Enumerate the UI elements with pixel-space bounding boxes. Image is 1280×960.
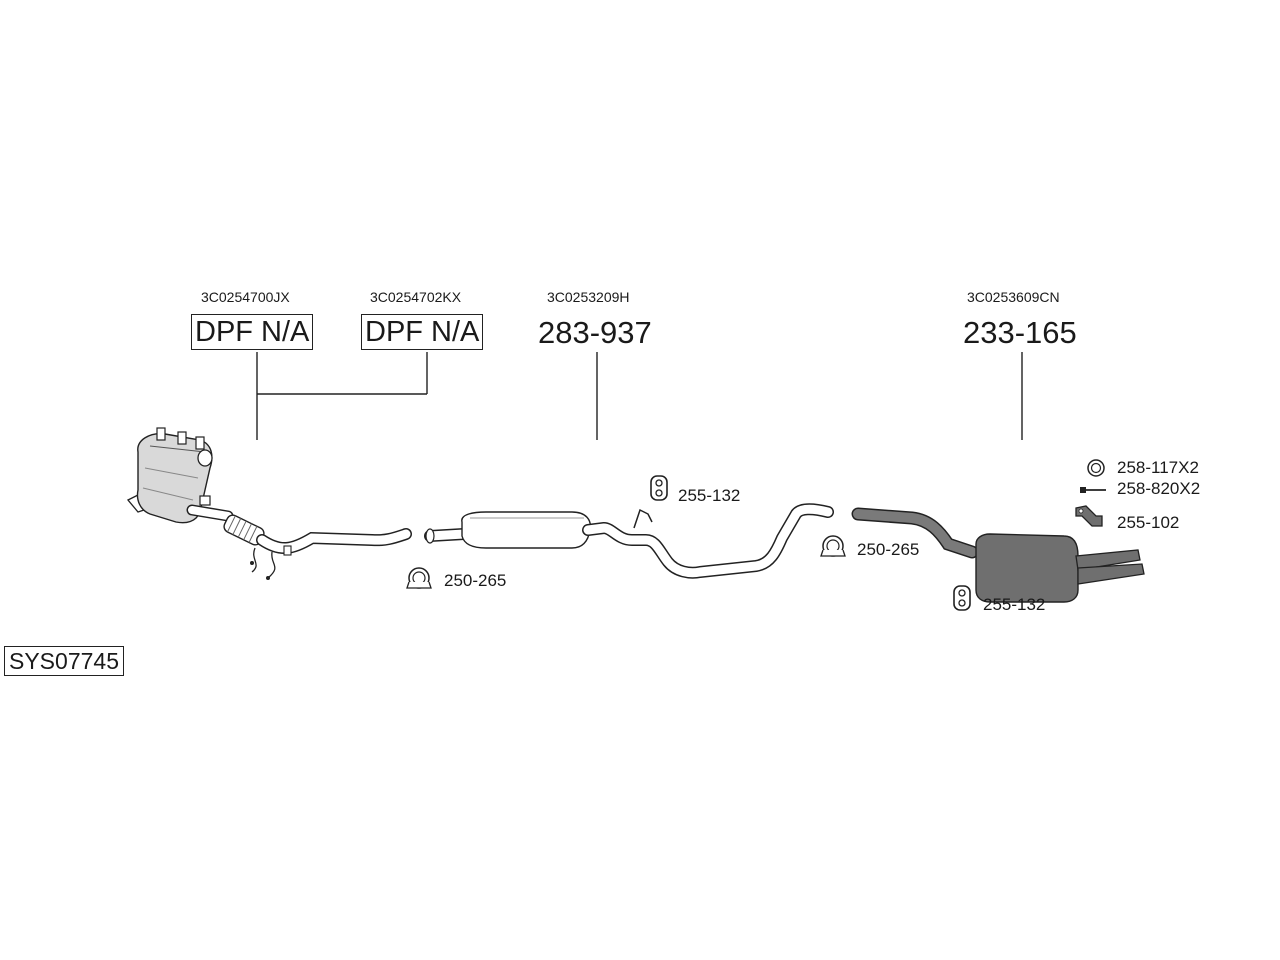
rear-muffler-assembly (851, 507, 1145, 603)
rubber-hanger-icon (953, 585, 971, 611)
fitting-label-hanger-middle: 255-132 (678, 486, 741, 505)
clamp-icon (406, 567, 432, 589)
part-number-4: 233-165 (963, 315, 1077, 350)
part-number-3: 283-937 (538, 315, 652, 350)
bracket-icon (1075, 505, 1103, 527)
rubber-hanger-icon (650, 475, 668, 501)
fitting-label-hanger-rear: 255-132 (983, 595, 1046, 614)
oem-number-2: 3C0254702KX (370, 289, 462, 305)
fitting-label-ring-gasket: 258-117X2 (1117, 458, 1199, 477)
fitting-label-bolt: 258-820X2 (1117, 479, 1201, 498)
oem-number-3: 3C0253209H (547, 289, 630, 305)
fitting-label-bracket: 255-102 (1117, 513, 1180, 532)
oem-number-4: 3C0253609CN (967, 289, 1060, 305)
system-code: SYS07745 (4, 646, 124, 676)
ring-gasket-icon (1087, 459, 1105, 477)
clamp-icon (820, 535, 846, 557)
part-number-2: DPF N/A (361, 314, 484, 350)
leader-lines (256, 352, 1023, 440)
fitting-label-clamp-rear: 250-265 (857, 540, 920, 559)
fitting-label-clamp-front: 250-265 (444, 571, 507, 590)
dpf-assembly (126, 427, 412, 580)
bolt-icon (1080, 487, 1106, 493)
middle-silencer-assembly (424, 503, 834, 579)
part-number-1: DPF N/A (191, 314, 314, 350)
oem-number-1: 3C0254700JX (201, 289, 290, 305)
